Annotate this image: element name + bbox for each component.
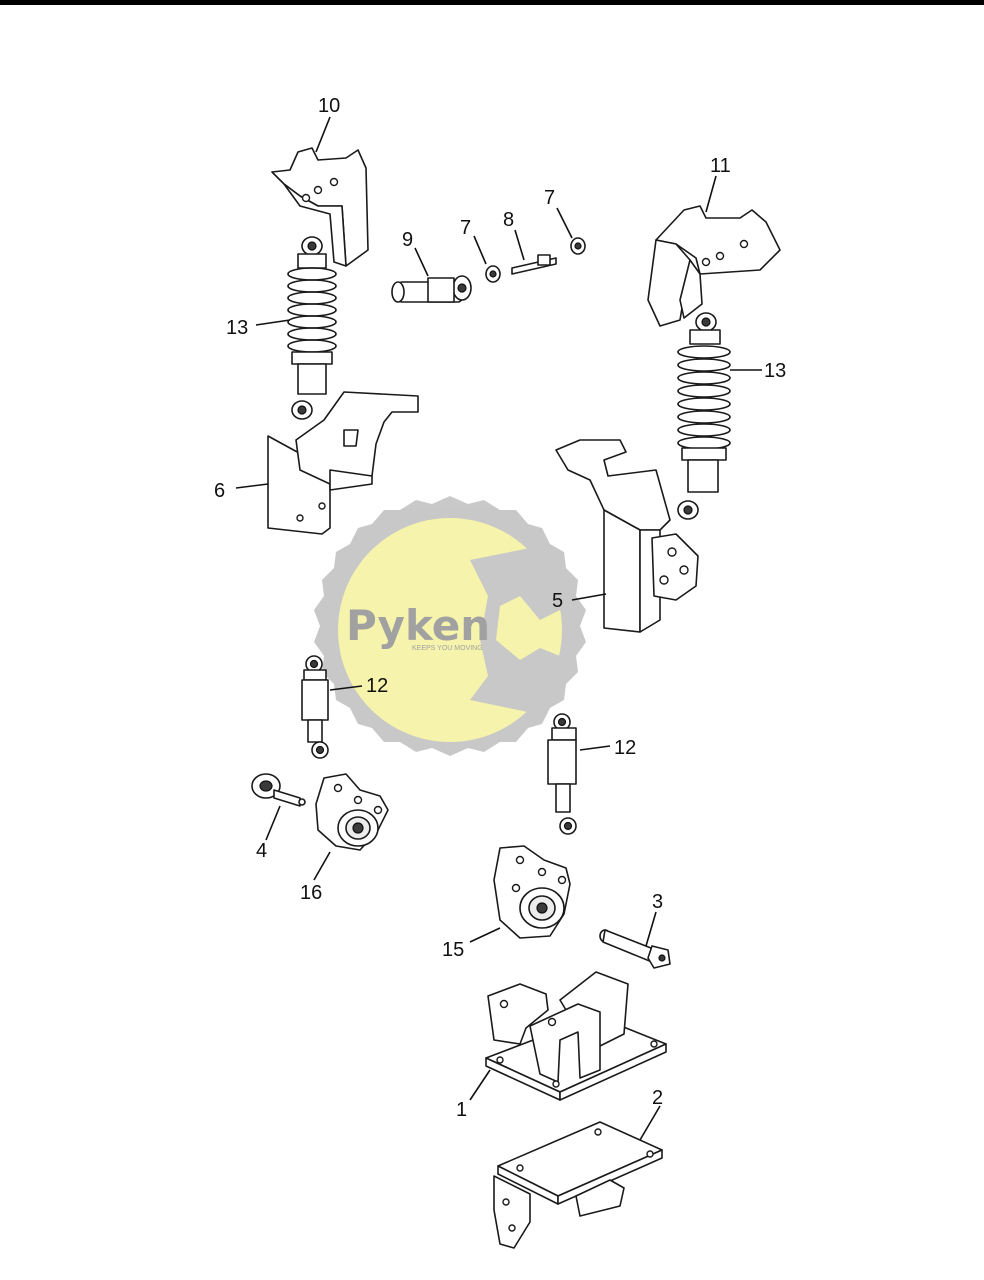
part-16-left-hanger — [315, 773, 389, 851]
part-9-bushing-assembly — [391, 275, 472, 303]
callout-9: 9 — [402, 229, 413, 251]
leader-lines — [235, 116, 762, 1141]
callout-7-left: 7 — [460, 217, 471, 239]
callout-12-right: 12 — [614, 737, 636, 759]
part-7-washer-right — [570, 237, 586, 255]
part-15-center-hanger — [493, 845, 571, 939]
callout-12-left: 12 — [366, 675, 388, 697]
part-11-upper-right-bracket — [647, 205, 781, 327]
top-border-bar — [0, 0, 984, 5]
callout-13-left: 13 — [226, 317, 248, 339]
callout-7-right: 7 — [544, 187, 555, 209]
callout-10: 10 — [318, 95, 340, 117]
pyken-watermark: Pyken KEEPS YOU MOVING — [314, 496, 586, 756]
callout-13-right: 13 — [764, 360, 786, 382]
callout-labels: 10 11 9 7 8 7 13 13 6 5 12 12 4 16 15 3 … — [214, 95, 786, 1121]
part-4-pin — [251, 773, 306, 807]
callout-1: 1 — [456, 1099, 467, 1121]
watermark-brand-text: Pyken — [346, 601, 490, 650]
part-3-bolt — [599, 929, 671, 969]
part-2-lower-plate — [493, 1121, 663, 1249]
part-13-right-coilover — [677, 312, 731, 520]
callout-6: 6 — [214, 480, 225, 502]
part-8-bolt — [511, 254, 557, 275]
part-6-left-mount-bracket — [267, 391, 419, 535]
watermark-tagline: KEEPS YOU MOVING — [412, 645, 483, 652]
part-12-right-damper — [547, 713, 577, 835]
part-10-upper-left-bracket — [271, 147, 369, 267]
part-5-right-mount-bracket — [555, 439, 699, 633]
part-12-left-damper — [301, 655, 329, 759]
watermark-wrench-cutout — [470, 548, 560, 712]
callout-15: 15 — [442, 939, 464, 961]
callout-16: 16 — [300, 882, 322, 904]
part-13-left-coilover — [287, 236, 337, 420]
callout-8: 8 — [503, 209, 514, 231]
callout-2: 2 — [652, 1087, 663, 1109]
part-7-washer-left — [485, 265, 501, 283]
callout-3: 3 — [652, 891, 663, 913]
part-1-base-bracket — [485, 971, 667, 1101]
callout-5: 5 — [552, 590, 563, 612]
callout-11: 11 — [710, 155, 731, 177]
callout-4: 4 — [256, 840, 267, 862]
